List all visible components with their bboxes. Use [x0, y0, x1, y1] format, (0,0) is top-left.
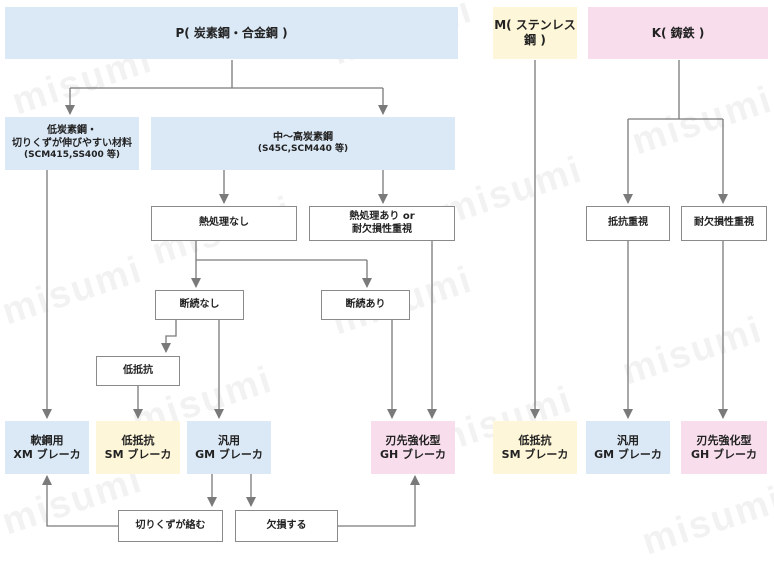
- no-interrupt-label: 断続なし: [179, 298, 220, 310]
- connector-arrow: [42, 475, 118, 527]
- result-gm-line-2: GM ブレーカ: [195, 447, 263, 461]
- result-k-gm-line-1: 汎用: [617, 433, 639, 447]
- wear-priority-box: 耐欠損性重視: [681, 206, 767, 241]
- result-m-sm-breaker: 低抵抗 SM ブレーカ: [493, 421, 577, 474]
- chip-tangle-box: 切りくずが絡む: [118, 510, 223, 542]
- result-gm-line-1: 汎用: [218, 433, 240, 447]
- wear-priority-label: 耐欠損性重視: [694, 217, 754, 229]
- result-sm-line-2: SM ブレーカ: [104, 447, 172, 461]
- interrupt-label: 断続あり: [345, 298, 386, 310]
- resistance-priority-box: 抵抗重視: [586, 206, 670, 241]
- low-resistance-label: 低抵抗: [123, 364, 153, 376]
- chipping-box: 欠損する: [235, 510, 338, 542]
- category-p-label: P( 炭素鋼・合金鋼 ): [175, 25, 288, 40]
- result-xm-breaker: 軟鋼用 XM ブレーカ: [5, 421, 89, 474]
- heat-or-wear-box: 熱処理あり or 耐欠損性重視: [309, 206, 455, 241]
- result-m-sm-line-2: SM ブレーカ: [501, 447, 569, 461]
- connector-arrow: [161, 320, 177, 353]
- result-k-gh-line-2: GH ブレーカ: [690, 447, 758, 461]
- no-heat-treatment-label: 熱処理なし: [199, 217, 249, 229]
- category-m: M( ステンレス鋼 ): [493, 7, 577, 59]
- result-xm-line-2: XM ブレーカ: [13, 447, 81, 461]
- result-sm-line-1: 低抵抗: [121, 433, 155, 447]
- chip-tangle-label: 切りくずが絡む: [135, 519, 206, 531]
- result-gh-breaker: 刃先強化型 GH ブレーカ: [371, 421, 455, 474]
- resistance-priority-label: 抵抗重視: [608, 217, 648, 229]
- no-heat-treatment-box: 熱処理なし: [151, 206, 297, 241]
- chipping-label: 欠損する: [266, 519, 307, 531]
- result-k-gh-breaker: 刃先強化型 GH ブレーカ: [681, 421, 767, 474]
- mid-high-carbon-box: 中～高炭素鋼 (S45C,SCM440 等): [151, 117, 455, 170]
- result-k-gm-breaker: 汎用 GM ブレーカ: [586, 421, 670, 474]
- no-interrupt-box: 断続なし: [155, 290, 244, 320]
- category-k: K( 鋳鉄 ): [588, 7, 768, 59]
- result-sm-breaker: 低抵抗 SM ブレーカ: [96, 421, 180, 474]
- result-m-sm-line-1: 低抵抗: [518, 433, 552, 447]
- result-k-gm-line-2: GM ブレーカ: [594, 447, 662, 461]
- result-k-gh-line-1: 刃先強化型: [696, 433, 752, 447]
- connector-arrow: [338, 475, 420, 527]
- interrupt-box: 断続あり: [321, 290, 410, 320]
- category-m-label: M( ステンレス鋼 ): [494, 18, 576, 47]
- low-carbon-line-1: 低炭素鋼・: [47, 125, 97, 137]
- result-gm-breaker: 汎用 GM ブレーカ: [187, 421, 271, 474]
- category-p: P( 炭素鋼・合金鋼 ): [5, 7, 458, 59]
- result-xm-line-1: 軟鋼用: [30, 433, 64, 447]
- heat-or-wear-line-2: 耐欠損性重視: [352, 223, 412, 235]
- low-carbon-steel-box: 低炭素鋼・ 切りくずが伸びやすい材料 (SCM415,SS400 等): [5, 117, 139, 170]
- heat-or-wear-line-1: 熱処理あり or: [349, 211, 415, 222]
- result-gh-line-2: GH ブレーカ: [379, 447, 447, 461]
- flow-connectors: [42, 60, 728, 527]
- category-k-label: K( 鋳鉄 ): [651, 25, 705, 40]
- mid-high-carbon-line-2: (S45C,SCM440 等): [257, 144, 349, 155]
- low-resistance-box: 低抵抗: [96, 356, 180, 386]
- low-carbon-line-3: (SCM415,SS400 等): [24, 150, 120, 161]
- low-carbon-line-2: 切りくずが伸びやすい材料: [12, 137, 132, 149]
- result-gh-line-1: 刃先強化型: [385, 433, 441, 447]
- mid-high-carbon-line-1: 中～高炭素鋼: [273, 131, 333, 143]
